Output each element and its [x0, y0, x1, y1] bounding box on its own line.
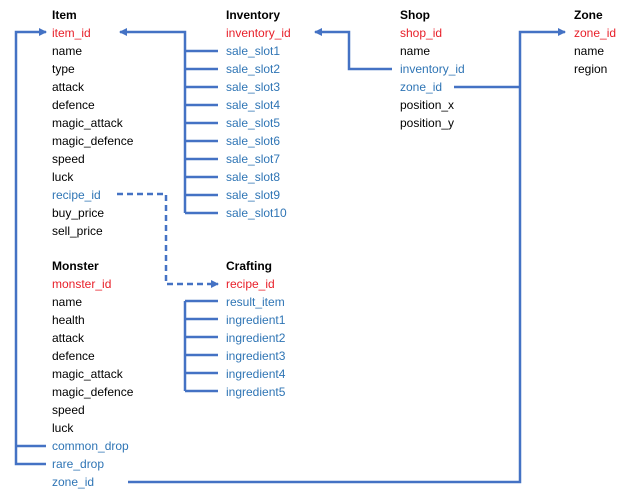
table-title-monster: Monster — [52, 259, 99, 273]
crafting-field-ingredient1: ingredient1 — [226, 313, 286, 327]
crafting-field-ingredient3: ingredient3 — [226, 349, 286, 363]
table-title-shop: Shop — [400, 8, 430, 22]
inventory-field-sale-slot7: sale_slot7 — [226, 152, 281, 166]
item-field-name: name — [52, 44, 83, 58]
shop-field-shop-id: shop_id — [400, 26, 443, 40]
table-title-inventory: Inventory — [226, 8, 281, 22]
item-field-type: type — [52, 62, 75, 76]
shop-field-inventory-id: inventory_id — [400, 62, 465, 76]
link-item-recipe-to-crafting — [117, 192, 219, 288]
inventory-field-sale-slot4: sale_slot4 — [226, 98, 281, 112]
monster-field-attack: attack — [52, 331, 85, 345]
inventory-field-sale-slot10: sale_slot10 — [226, 206, 287, 220]
monster-field-rare-drop: rare_drop — [52, 457, 105, 471]
inventory-field-inventory-id: inventory_id — [226, 26, 291, 40]
item-field-sell-price: sell_price — [52, 224, 103, 238]
inventory-field-sale-slot5: sale_slot5 — [226, 116, 281, 130]
inventory-field-sale-slot1: sale_slot1 — [226, 44, 281, 58]
item-field-magic-attack: magic_attack — [52, 116, 123, 130]
item-field-buy-price: buy_price — [52, 206, 105, 220]
shop-field-position-y: position_y — [400, 116, 455, 130]
crafting-field-ingredient2: ingredient2 — [226, 331, 286, 345]
zone-field-region: region — [574, 62, 608, 76]
link-zone-references — [128, 28, 566, 484]
item-field-item-id: item_id — [52, 26, 91, 40]
inventory-field-sale-slot2: sale_slot2 — [226, 62, 281, 76]
monster-field-health: health — [52, 313, 85, 327]
link-shop-to-inventory — [314, 28, 392, 71]
monster-field-monster-id: monster_id — [52, 277, 112, 291]
item-field-recipe-id: recipe_id — [52, 188, 101, 202]
inventory-field-sale-slot6: sale_slot6 — [226, 134, 281, 148]
link-monster-drops-to-item — [14, 28, 47, 466]
crafting-field-ingredient5: ingredient5 — [226, 385, 286, 399]
inventory-field-sale-slot8: sale_slot8 — [226, 170, 281, 184]
crafting-field-result-item: result_item — [226, 295, 285, 309]
inventory-field-sale-slot3: sale_slot3 — [226, 80, 281, 94]
monster-field-defence: defence — [52, 349, 95, 363]
monster-field-zone-id: zone_id — [52, 475, 95, 489]
table-title-zone: Zone — [574, 8, 603, 22]
shop-field-position-x: position_x — [400, 98, 455, 112]
zone-field-zone-id: zone_id — [574, 26, 617, 40]
link-crafting-items-to-item — [183, 299, 218, 393]
item-field-defence: defence — [52, 98, 95, 112]
link-inventory-sale-slots-to-item — [119, 28, 218, 215]
monster-field-magic-defence: magic_defence — [52, 385, 134, 399]
item-field-attack: attack — [52, 80, 85, 94]
inventory-field-sale-slot9: sale_slot9 — [226, 188, 281, 202]
crafting-field-ingredient4: ingredient4 — [226, 367, 286, 381]
shop-field-name: name — [400, 44, 431, 58]
monster-field-magic-attack: magic_attack — [52, 367, 123, 381]
table-title-crafting: Crafting — [226, 259, 272, 273]
zone-field-name: name — [574, 44, 605, 58]
item-field-magic-defence: magic_defence — [52, 134, 134, 148]
monster-field-name: name — [52, 295, 83, 309]
table-title-item: Item — [52, 8, 77, 22]
shop-field-zone-id: zone_id — [400, 80, 443, 94]
monster-field-common-drop: common_drop — [52, 439, 129, 453]
item-field-luck: luck — [52, 170, 74, 184]
crafting-field-recipe-id: recipe_id — [226, 277, 275, 291]
monster-field-speed: speed — [52, 403, 85, 417]
monster-field-luck: luck — [52, 421, 74, 435]
item-field-speed: speed — [52, 152, 85, 166]
